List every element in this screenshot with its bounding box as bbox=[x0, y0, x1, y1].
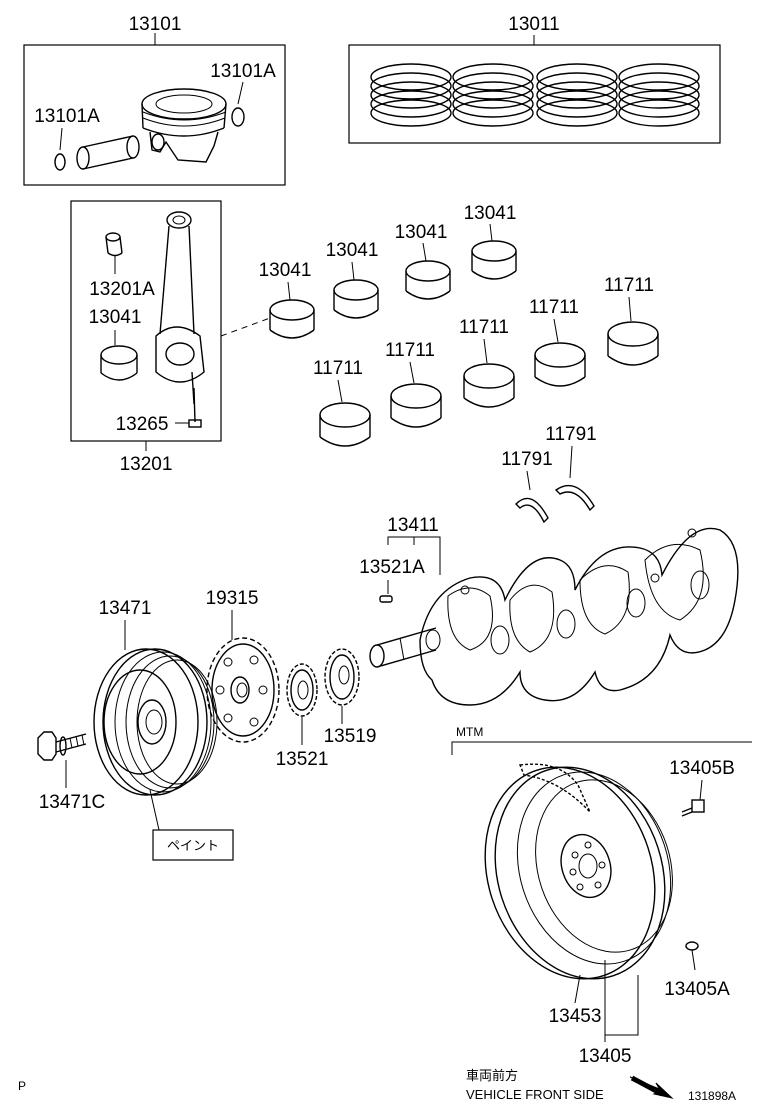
snap-ring bbox=[231, 107, 245, 127]
crank-gear bbox=[286, 663, 318, 717]
part-number-label: 13521A bbox=[359, 557, 425, 578]
thrust-washer bbox=[515, 497, 549, 524]
part-number-label: 13519 bbox=[324, 726, 377, 747]
connecting-rod bbox=[155, 211, 205, 405]
main-bearing bbox=[534, 342, 586, 387]
crankshaft-group: 13411 13521A bbox=[359, 515, 739, 706]
part-number-label: 13201A bbox=[89, 279, 155, 300]
part-number-label: 13041 bbox=[395, 222, 448, 243]
footer: P 車両前方 VEHICLE FRONT SIDE 131898A bbox=[18, 1068, 736, 1103]
snap-ring bbox=[54, 153, 66, 171]
conrod-bolt bbox=[188, 387, 202, 428]
conrod-bearing bbox=[269, 299, 315, 339]
part-number-label: 13101A bbox=[210, 61, 276, 82]
pulley-bolt bbox=[37, 731, 87, 761]
illustration-id: 131898A bbox=[688, 1089, 736, 1103]
part-number-label: 13521 bbox=[276, 749, 329, 770]
part-number-label: 13471 bbox=[99, 598, 152, 619]
part-number-label: 13201 bbox=[120, 454, 173, 475]
piston bbox=[141, 88, 227, 163]
part-number-label: 13101A bbox=[34, 106, 100, 127]
part-number-label: 13265 bbox=[116, 414, 169, 435]
paint-label-box bbox=[152, 829, 234, 861]
crank-gear bbox=[324, 648, 360, 706]
part-number-label: 13101 bbox=[129, 14, 182, 35]
piston-pin bbox=[76, 135, 140, 170]
part-number-label: 11791 bbox=[501, 449, 552, 470]
crankshaft-key bbox=[379, 595, 393, 603]
piston-ring-set bbox=[370, 63, 452, 127]
part-number-label: 13041 bbox=[259, 260, 312, 281]
paint-label: ペイント bbox=[167, 838, 219, 853]
part-number-label: 13405A bbox=[664, 979, 730, 1000]
part-number-label: 13411 bbox=[387, 515, 438, 536]
part-number-label: 11711 bbox=[385, 340, 435, 361]
conrod-bearing bbox=[405, 260, 451, 300]
crank-pulley bbox=[93, 648, 218, 796]
assembly-dash-line bbox=[220, 317, 271, 337]
conrod-bearing bbox=[333, 279, 379, 319]
piston-ring-group: 13011 bbox=[348, 14, 721, 144]
chain-sprocket bbox=[206, 637, 280, 743]
part-number-label: 13041 bbox=[89, 307, 142, 328]
crankshaft bbox=[369, 527, 739, 706]
page-marker: P bbox=[18, 1079, 26, 1093]
main-bearings: 11711 11711 11711 11711 11711 bbox=[313, 275, 659, 447]
chain-sprocket-group: 19315 bbox=[206, 588, 280, 743]
piston-group: 13101 13101A 13101A bbox=[23, 14, 286, 186]
conrod-bearings: 13041 13041 13041 13041 bbox=[259, 203, 517, 339]
front-label-jp: 車両前方 bbox=[466, 1068, 518, 1083]
drive-plate-pin bbox=[685, 941, 699, 951]
part-number-label: 13405 bbox=[579, 1046, 632, 1067]
crank-gears-group: 13521 13519 bbox=[276, 648, 377, 770]
drive-plate bbox=[484, 763, 673, 980]
part-number-label: 13471C bbox=[39, 792, 106, 813]
conrod-bearing bbox=[471, 240, 517, 280]
piston-ring-box bbox=[348, 44, 721, 144]
drive-plate-bolt bbox=[681, 799, 705, 817]
thrust-washers: 11791 11791 bbox=[501, 424, 597, 524]
part-number-label: 13041 bbox=[464, 203, 517, 224]
piston-box bbox=[23, 44, 286, 186]
main-bearing bbox=[607, 321, 659, 366]
part-number-label: 19315 bbox=[206, 588, 259, 609]
main-bearing bbox=[319, 402, 371, 447]
drive-plate-group: MTM 13405B 13405A bbox=[451, 725, 752, 1067]
main-bearing bbox=[390, 383, 442, 428]
piston-ring-set bbox=[536, 63, 618, 127]
front-label-en: VEHICLE FRONT SIDE bbox=[466, 1087, 604, 1102]
thrust-washer bbox=[554, 484, 595, 512]
part-number-label: 13041 bbox=[326, 240, 379, 261]
part-number-label: 11711 bbox=[604, 275, 654, 296]
part-number-label: 13453 bbox=[549, 1006, 602, 1027]
part-number-label: 13405B bbox=[669, 758, 735, 779]
piston-ring-set bbox=[618, 63, 700, 127]
front-direction-arrow-shaft bbox=[630, 1075, 664, 1097]
part-number-label: 11711 bbox=[529, 297, 579, 318]
crank-pulley-group: 13471 13471C ペイント bbox=[37, 598, 234, 861]
conrod-bearing bbox=[100, 345, 138, 381]
conrod-bushing bbox=[105, 232, 123, 257]
conrod-group: 13201A 13041 13265 13201 bbox=[70, 200, 222, 475]
piston-ring-set bbox=[452, 63, 534, 127]
part-number-label: 13011 bbox=[508, 14, 559, 35]
part-number-label: 11791 bbox=[545, 424, 596, 445]
part-number-label: 11711 bbox=[459, 317, 509, 338]
transmission-label: MTM bbox=[456, 725, 483, 739]
main-bearing bbox=[463, 363, 515, 408]
part-number-label: 11711 bbox=[313, 358, 363, 379]
